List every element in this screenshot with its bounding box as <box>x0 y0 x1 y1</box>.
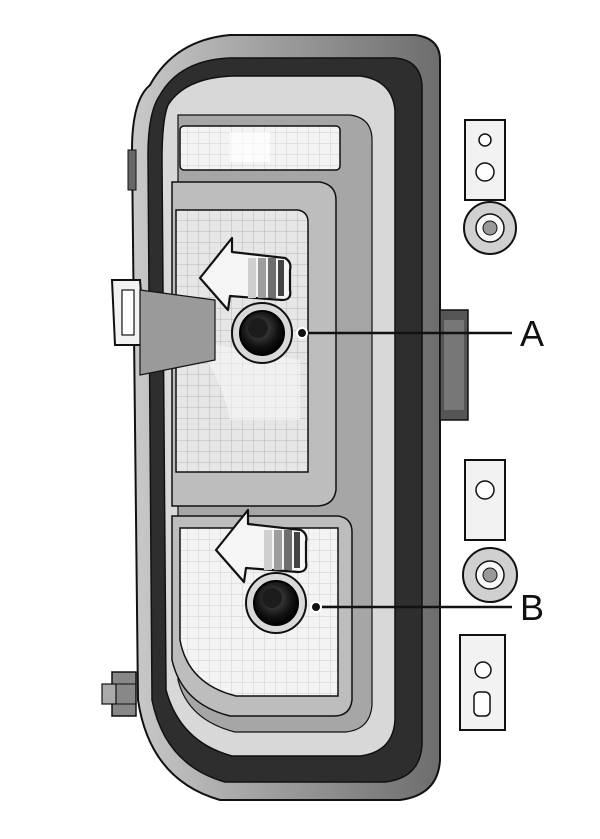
bulb-socket-b <box>245 572 307 634</box>
leader-dot-a <box>296 327 308 339</box>
bottom-bolt <box>101 671 137 717</box>
callout-a: A <box>296 313 544 354</box>
left-clip <box>110 149 147 346</box>
bulb-socket-a <box>231 302 293 364</box>
rotate-counterclockwise-arrow-icon <box>198 236 292 312</box>
top-lens <box>179 125 341 171</box>
mounting-bracket-upper <box>463 119 517 255</box>
mounting-bracket-lower <box>459 459 518 731</box>
side-connector-strip <box>439 309 469 421</box>
leader-dot-b <box>310 601 322 613</box>
label-b: B <box>520 587 544 628</box>
callout-b: B <box>310 587 544 628</box>
label-a: A <box>520 313 544 354</box>
rotate-counterclockwise-arrow-icon <box>214 508 308 584</box>
